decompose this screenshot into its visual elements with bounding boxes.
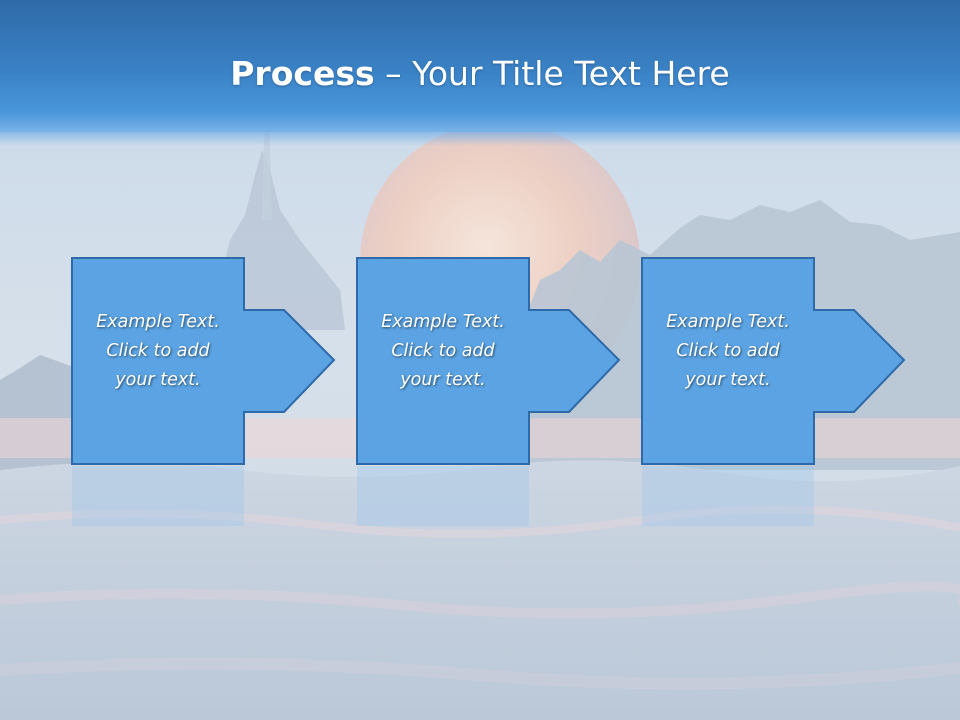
page-title-bold: Process bbox=[230, 54, 375, 93]
process-step-2[interactable]: Example Text. Click to add your text. bbox=[356, 256, 629, 526]
step-text-line: Example Text. bbox=[381, 312, 505, 332]
step-text-line: your text. bbox=[115, 370, 201, 390]
step-arrow-shape bbox=[641, 257, 906, 526]
process-step-1[interactable]: Example Text. Click to add your text. bbox=[71, 256, 344, 526]
step-text[interactable]: Example Text. Click to add your text. bbox=[357, 308, 529, 395]
page-title-rest: – Your Title Text Here bbox=[374, 54, 730, 93]
step-text-line: Example Text. bbox=[96, 312, 220, 332]
step-text-line: Click to add bbox=[391, 341, 495, 361]
step-arrow-shape bbox=[71, 257, 336, 526]
step-text-line: Click to add bbox=[676, 341, 780, 361]
step-text[interactable]: Example Text. Click to add your text. bbox=[72, 308, 244, 395]
process-step-3[interactable]: Example Text. Click to add your text. bbox=[641, 256, 914, 526]
step-text-line: Example Text. bbox=[666, 312, 790, 332]
step-text[interactable]: Example Text. Click to add your text. bbox=[642, 308, 814, 395]
step-text-line: your text. bbox=[400, 370, 486, 390]
step-text-line: Click to add bbox=[106, 341, 210, 361]
step-arrow-shape bbox=[356, 257, 621, 526]
step-text-line: your text. bbox=[685, 370, 771, 390]
title-band bbox=[0, 0, 960, 146]
page-title[interactable]: Process – Your Title Text Here bbox=[0, 52, 960, 96]
